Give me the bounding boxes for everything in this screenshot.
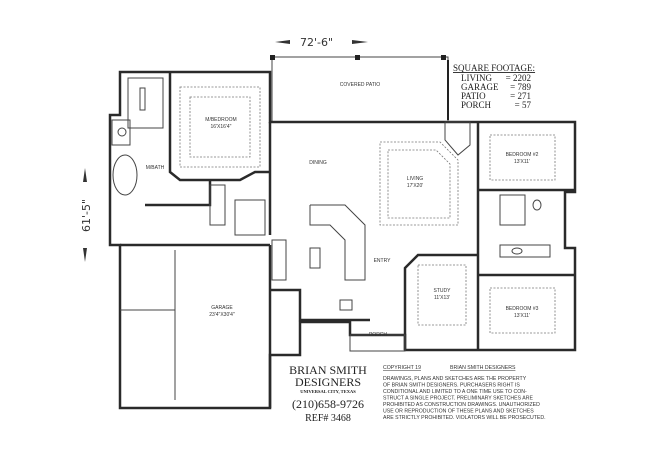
sf-label: GARAGE <box>461 82 499 92</box>
master-bath-label: M/BATH <box>146 165 165 171</box>
master-bedroom-size: 16'X16'4" <box>211 124 232 130</box>
porch-label: PORCH <box>369 332 387 338</box>
sf-value: = 789 <box>510 82 531 92</box>
square-footage-table: SQUARE FOOTAGE: LIVING = 2202 GARAGE = 7… <box>447 60 535 120</box>
copyright-line: COPYRIGHT 19 <box>383 365 421 371</box>
exterior-walls <box>108 70 577 410</box>
study-size: 11'X13' <box>434 295 450 301</box>
arrow-up-icon <box>83 168 87 182</box>
covered-patio: COVERED PATIO <box>270 55 449 122</box>
copyright-text: OF BRIAN SMITH DESIGNERS. PURCHASERS RIG… <box>383 383 520 389</box>
sf-label: PORCH <box>461 100 492 110</box>
bedroom3-size: 13'X11' <box>514 313 530 319</box>
arrow-left-icon <box>275 40 290 44</box>
master-bedroom-label: M/BEDROOM <box>205 117 236 123</box>
depth-dimension-label: 61'-5" <box>80 199 93 232</box>
bedroom3-label: BEDROOM #3 <box>506 306 539 312</box>
arrow-right-icon <box>352 40 368 44</box>
depth-dimension: 61'-5" <box>80 168 93 262</box>
copyright-text: PROHIBITED AS CONSTRUCTION DRAWINGS. UNA… <box>383 402 540 408</box>
width-dimension: 72'-6" <box>275 36 368 49</box>
firm-block: BRIAN SMITH DESIGNERS UNIVERSAL CITY, TE… <box>289 363 367 424</box>
covered-patio-label: COVERED PATIO <box>340 82 380 88</box>
living-size: 17'X20' <box>407 183 423 189</box>
copyright-text: STRUCT A SINGLE PROJECT. PRELIMINARY SKE… <box>383 396 533 402</box>
width-dimension-label: 72'-6" <box>300 36 333 49</box>
copyright-text: ARE STRICTLY PROHIBITED. VIOLATORS WILL … <box>383 415 546 421</box>
sf-value: = 2202 <box>506 73 531 83</box>
copyright-text: USE OR REPRODUCTION OF THESE PLANS AND S… <box>383 409 534 415</box>
firm-phone: (210)658-9726 <box>292 397 364 411</box>
bedroom2-size: 13'X11' <box>514 159 530 165</box>
study-label: STUDY <box>434 288 452 294</box>
copyright-text: DRAWINGS, PLANS AND SKETCHES ARE THE PRO… <box>383 376 527 382</box>
sf-value: = 57 <box>515 100 532 110</box>
square-footage-title: SQUARE FOOTAGE: <box>453 63 535 73</box>
firm-name: BRIAN SMITH <box>289 363 367 377</box>
garage: GARAGE 23'4"X30'4" <box>209 305 235 318</box>
firm-name-2: DESIGNERS <box>295 375 361 389</box>
sf-label: PATIO <box>461 91 486 101</box>
garage-label: GARAGE <box>211 305 233 311</box>
master-suite: M/BEDROOM 16'X16'4" M/BATH <box>111 72 270 236</box>
sf-label: LIVING <box>461 73 492 83</box>
firm-location: UNIVERSAL CITY, TEXAS <box>300 389 356 394</box>
copyright-text: CONDITIONAL AND LIMITED TO A ONE TIME US… <box>383 389 527 395</box>
bedroom2-label: BEDROOM #2 <box>506 152 539 158</box>
copyright-owner: BRIAN SMITH DESIGNERS <box>450 365 516 371</box>
copyright-notice: COPYRIGHT 19 BRIAN SMITH DESIGNERS DRAWI… <box>383 365 546 421</box>
firm-ref: REF# 3468 <box>305 413 351 424</box>
bedroom-wing: BEDROOM #2 13'X11' BEDROOM #3 13'X11' <box>476 122 575 350</box>
living-label: LIVING <box>407 176 424 182</box>
sf-value: = 271 <box>510 91 531 101</box>
garage-size: 23'4"X30'4" <box>209 312 235 318</box>
entry-label: ENTRY <box>374 258 392 264</box>
arrow-down-icon <box>83 248 87 262</box>
dining-label: DINING <box>309 160 327 166</box>
main-living: DINING LIVING 17'X20' ENTRY STUDY 11'X13… <box>270 121 478 352</box>
